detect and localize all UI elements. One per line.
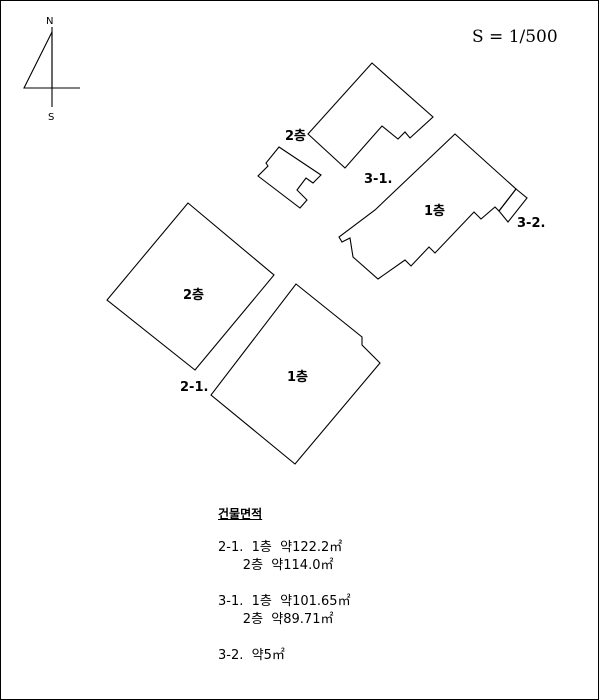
building-3-2-outline (498, 188, 528, 223)
area-row: 2층 약114.0㎡ (218, 558, 334, 573)
building-2-1-floor1-outline (210, 283, 381, 465)
area-group-2-1: 2-1. 1층 약122.2㎡ 2층 약114.0㎡ (218, 539, 351, 575)
label-3-1-floor2: 2층 (285, 128, 306, 144)
building-2-1-floor2-outline (106, 202, 275, 371)
area-row: 3-2. 약5㎡ (218, 648, 285, 663)
north-arrow-icon: N S (23, 16, 80, 123)
building-3-1-floor2-outline (307, 62, 434, 169)
building-3-1-floor2-annex-outline (257, 146, 322, 209)
label-3-2-id: 3-2. (517, 216, 545, 231)
compass-south-label: S (48, 112, 54, 123)
label-3-1-id: 3-1. (364, 172, 392, 187)
label-2-1-id: 2-1. (180, 380, 208, 395)
building-3-1-floor1-outline (338, 133, 517, 280)
scale-label: S = 1/500 (472, 27, 558, 47)
area-group-3-1: 3-1. 1층 약101.65㎡ 2층 약89.71㎡ (218, 593, 351, 629)
area-row: 3-1. 1층 약101.65㎡ (218, 594, 351, 609)
label-2-1-floor2: 2층 (183, 287, 204, 303)
label-3-1-floor1: 1층 (424, 203, 445, 219)
area-table-title: 건물면적 (218, 507, 263, 521)
area-row: 2-1. 1층 약122.2㎡ (218, 540, 343, 555)
label-2-1-floor1: 1층 (287, 369, 308, 385)
area-group-3-2: 3-2. 약5㎡ (218, 647, 351, 665)
area-row: 2층 약89.71㎡ (218, 612, 334, 627)
compass-north-label: N (46, 16, 53, 27)
building-area-table: 건물면적 2-1. 1층 약122.2㎡ 2층 약114.0㎡ 3-1. 1층 … (218, 505, 351, 683)
